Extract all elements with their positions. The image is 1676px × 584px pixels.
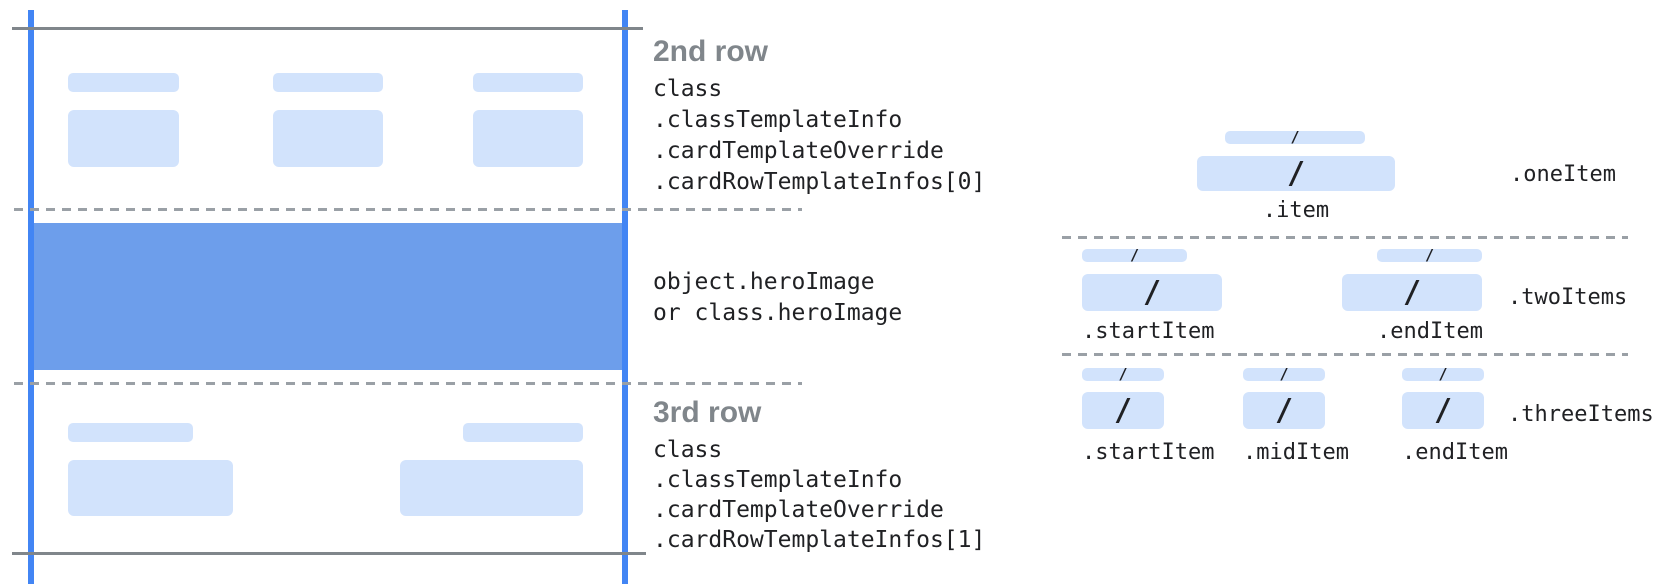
slash-glyph: / xyxy=(1118,365,1128,383)
row3-heading: 3rd row xyxy=(653,396,762,429)
slash-glyph: / xyxy=(1286,155,1306,191)
row2-col3-label-placeholder xyxy=(473,73,583,92)
card-top-boundary-line xyxy=(12,27,643,30)
end-item-class-label: .endItem xyxy=(1402,440,1508,465)
row2-heading: 2nd row xyxy=(653,35,769,68)
slash-glyph: / xyxy=(1113,392,1133,428)
code-line: class xyxy=(653,437,723,463)
three-items-row-label: .threeItems xyxy=(1508,402,1654,427)
slash-glyph: / xyxy=(1129,246,1140,264)
three-items-end-label-placeholder: / xyxy=(1402,365,1484,383)
code-line: .cardRowTemplateInfos[0] xyxy=(653,169,986,195)
row2-col1-value-placeholder xyxy=(68,110,179,167)
variant-divider-dashed-1 xyxy=(1062,236,1628,239)
row-divider-dashed-bottom xyxy=(14,382,802,385)
slash-glyph: / xyxy=(1290,128,1300,146)
card-left-edge-guide xyxy=(28,10,34,584)
item-class-label: .item xyxy=(1262,198,1330,223)
start-item-class-label: .startItem xyxy=(1082,319,1215,344)
three-items-mid-value-placeholder: / xyxy=(1243,392,1325,429)
three-items-mid-label-placeholder: / xyxy=(1243,365,1325,383)
code-line: .cardTemplateOverride xyxy=(653,138,944,164)
code-line: .classTemplateInfo xyxy=(653,107,903,133)
code-line: .cardTemplateOverride xyxy=(653,497,944,523)
row2-col2-value-placeholder xyxy=(273,110,383,167)
code-line: .classTemplateInfo xyxy=(653,467,903,493)
row3-col2-value-placeholder xyxy=(400,460,583,516)
one-item-row-label: .oneItem xyxy=(1510,162,1616,187)
two-items-end-value-placeholder: / xyxy=(1342,274,1482,311)
two-items-end-label-placeholder: / xyxy=(1377,246,1482,264)
row-divider-dashed-top xyxy=(14,208,802,211)
code-line: class xyxy=(653,76,723,102)
card-bottom-boundary-line xyxy=(12,552,646,555)
one-item-value-placeholder: / xyxy=(1197,156,1395,191)
end-item-class-label: .endItem xyxy=(1377,319,1483,344)
code-line: object.heroImage xyxy=(653,269,875,295)
card-right-edge-guide xyxy=(622,10,628,584)
code-line: or class.heroImage xyxy=(653,300,903,326)
row2-col3-value-placeholder xyxy=(473,110,583,167)
slash-glyph: / xyxy=(1433,392,1453,428)
hero-image-band xyxy=(34,223,622,370)
mid-item-class-label: .midItem xyxy=(1243,440,1349,465)
two-items-start-label-placeholder: / xyxy=(1082,246,1187,264)
hero-code-block: object.heroImage or class.heroImage xyxy=(653,267,902,329)
slash-glyph: / xyxy=(1424,246,1435,264)
slash-glyph: / xyxy=(1402,274,1422,310)
slash-glyph: / xyxy=(1274,392,1294,428)
start-item-class-label: .startItem xyxy=(1082,440,1215,465)
row3-code-block: class .classTemplateInfo .cardTemplateOv… xyxy=(653,435,985,555)
three-items-start-value-placeholder: / xyxy=(1082,392,1164,429)
slash-glyph: / xyxy=(1279,365,1289,383)
row3-col2-label-placeholder xyxy=(463,423,583,442)
code-line: .cardRowTemplateInfos[1] xyxy=(653,527,986,553)
three-items-start-label-placeholder: / xyxy=(1082,365,1164,383)
slash-glyph: / xyxy=(1142,274,1162,310)
row2-code-block: class .classTemplateInfo .cardTemplateOv… xyxy=(653,74,985,198)
slash-glyph: / xyxy=(1438,365,1448,383)
three-items-end-value-placeholder: / xyxy=(1402,392,1484,429)
two-items-row-label: .twoItems xyxy=(1508,285,1628,310)
row2-col2-label-placeholder xyxy=(273,73,383,92)
row3-col1-label-placeholder xyxy=(68,423,193,442)
row2-col1-label-placeholder xyxy=(68,73,179,92)
variant-divider-dashed-2 xyxy=(1062,353,1628,356)
one-item-label-placeholder: / xyxy=(1225,128,1365,146)
row3-col1-value-placeholder xyxy=(68,460,233,516)
two-items-start-value-placeholder: / xyxy=(1082,274,1222,311)
